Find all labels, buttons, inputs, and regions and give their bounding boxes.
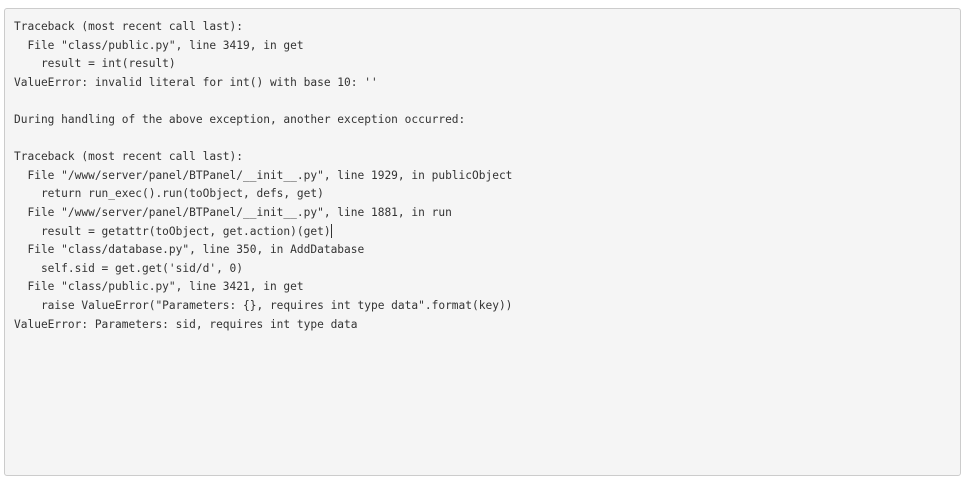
traceback-line: Traceback (most recent call last): [14,150,244,164]
traceback-line: File "class/public.py", line 3419, in ge… [14,38,304,52]
error-message-line: ValueError: Parameters: sid, requires in… [14,317,358,331]
chained-exception-line: During handling of the above exception, … [14,112,466,126]
traceback-line: self.sid = get.get('sid/d', 0) [14,261,244,275]
traceback-line: return run_exec().run(toObject, defs, ge… [14,187,324,201]
traceback-line: File "/www/server/panel/BTPanel/__init__… [14,205,452,219]
traceback-line: Traceback (most recent call last): [14,20,244,33]
error-message-line: ValueError: invalid literal for int() wi… [14,75,378,89]
blank-line [14,92,951,111]
traceback-line: File "class/public.py", line 3421, in ge… [14,280,304,294]
traceback-line-with-caret: result = getattr(toObject, get.action)(g… [14,223,951,242]
traceback-line: File "class/database.py", line 350, in A… [14,243,365,257]
blank-line [14,130,951,149]
traceback-line-text: result = getattr(toObject, get.action)(g… [14,224,331,238]
traceback-line: result = int(result) [14,57,176,71]
traceback-line: raise ValueError("Parameters: {}, requir… [14,298,513,312]
text-cursor [330,223,332,238]
error-traceback-box[interactable]: Traceback (most recent call last): File … [4,8,961,476]
traceback-line: File "/www/server/panel/BTPanel/__init__… [14,168,513,182]
